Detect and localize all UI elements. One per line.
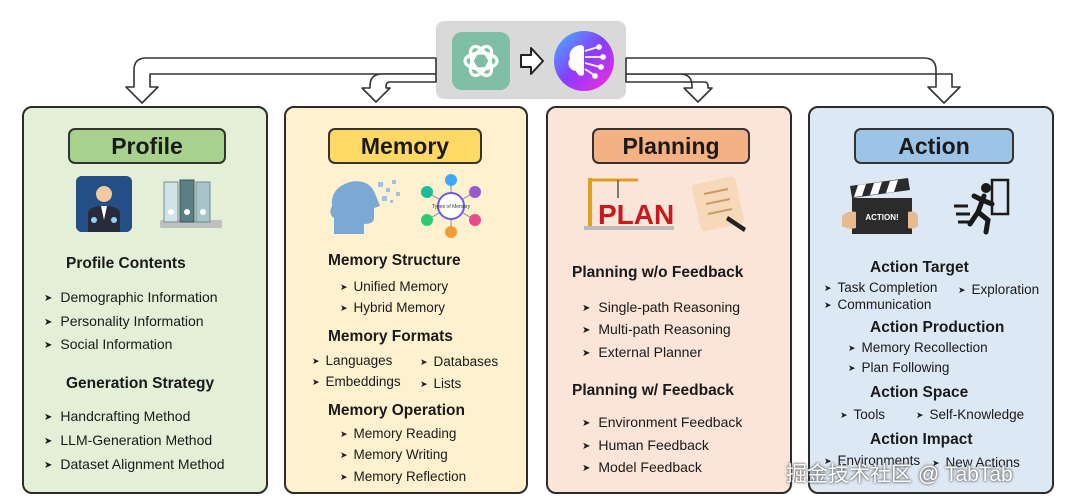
businessman-icon xyxy=(76,176,132,232)
memory-title-tag: Memory xyxy=(328,128,482,164)
list-item: Demographic Information xyxy=(44,289,217,305)
list-item: Task Completion xyxy=(824,280,938,295)
list-item: Tools xyxy=(840,407,886,422)
plan-word: PLAN xyxy=(598,199,674,230)
list-item: Communication xyxy=(824,297,932,312)
action-target-heading: Action Target xyxy=(870,259,969,276)
checklist-hand-icon xyxy=(688,174,750,237)
list-item: New Actions xyxy=(932,455,1020,470)
list-item: Environments xyxy=(824,453,921,468)
action-production-heading: Action Production xyxy=(870,319,1005,336)
list-item: Unified Memory xyxy=(340,279,449,294)
list-item: Languages xyxy=(312,353,393,368)
memory-mindmap-icon: Types of Memory xyxy=(416,172,486,245)
generation-strategy-heading: Generation Strategy xyxy=(66,375,215,392)
clapper-text: ACTION! xyxy=(865,213,898,222)
list-item: Lists xyxy=(420,376,462,391)
list-item: Personality Information xyxy=(44,313,203,329)
list-item: LLM-Generation Method xyxy=(44,432,212,448)
list-item: Model Feedback xyxy=(582,459,702,475)
watermark: 掘金技术社区 @ TabTab xyxy=(786,463,1013,486)
profile-title-tag: Profile xyxy=(68,128,226,164)
list-item: Plan Following xyxy=(848,360,950,375)
file-binders-icon xyxy=(156,176,226,237)
list-item: Multi-path Reasoning xyxy=(582,321,730,337)
openai-logo-icon xyxy=(452,32,510,90)
branch-arrows xyxy=(125,57,961,104)
memory-panel: Memory Types of Memory xyxy=(284,106,528,494)
profile-panel: Profile Profile Contents Demographic Inf… xyxy=(22,106,268,494)
list-item: Single-path Reasoning xyxy=(582,299,740,315)
action-title-tag: Action xyxy=(854,128,1014,164)
action-panel: Action ACTION! Action Target Task Co xyxy=(808,106,1054,494)
list-item: Hybrid Memory xyxy=(340,300,446,315)
list-item: Exploration xyxy=(958,282,1040,297)
list-item: Environment Feedback xyxy=(582,414,742,430)
planning-without-feedback-heading: Planning w/o Feedback xyxy=(572,264,744,281)
list-item: Social Information xyxy=(44,336,172,352)
memory-operation-heading: Memory Operation xyxy=(328,402,465,419)
plan-crane-icon: PLAN xyxy=(578,174,678,237)
planning-with-feedback-heading: Planning w/ Feedback xyxy=(572,382,734,399)
clapperboard-icon: ACTION! xyxy=(842,176,918,243)
planning-title-tag: Planning xyxy=(592,128,750,164)
action-impact-heading: Action Impact xyxy=(870,431,973,448)
list-item: Handcrafting Method xyxy=(44,408,190,424)
list-item: External Planner xyxy=(582,344,702,360)
list-item: Embeddings xyxy=(312,374,401,389)
arrow-right-icon xyxy=(519,46,545,81)
list-item: Memory Writing xyxy=(340,447,448,462)
list-item: Memory Reading xyxy=(340,426,457,441)
list-item: Dataset Alignment Method xyxy=(44,456,224,472)
memory-structure-heading: Memory Structure xyxy=(328,252,461,269)
head-network-icon xyxy=(324,174,404,243)
action-space-heading: Action Space xyxy=(870,384,969,401)
list-item: Memory Recollection xyxy=(848,340,988,355)
running-man-icon xyxy=(952,176,1016,243)
list-item: Human Feedback xyxy=(582,437,709,453)
ai-brain-icon xyxy=(552,29,616,98)
list-item: Self-Knowledge xyxy=(916,407,1025,422)
profile-contents-heading: Profile Contents xyxy=(66,255,186,272)
planning-panel: Planning PLAN Planning w/o Feedback Sing… xyxy=(546,106,792,494)
mindmap-center-label: Types of Memory xyxy=(432,204,471,210)
list-item: Memory Reflection xyxy=(340,469,467,484)
memory-formats-heading: Memory Formats xyxy=(328,328,453,345)
list-item: Databases xyxy=(420,354,499,369)
